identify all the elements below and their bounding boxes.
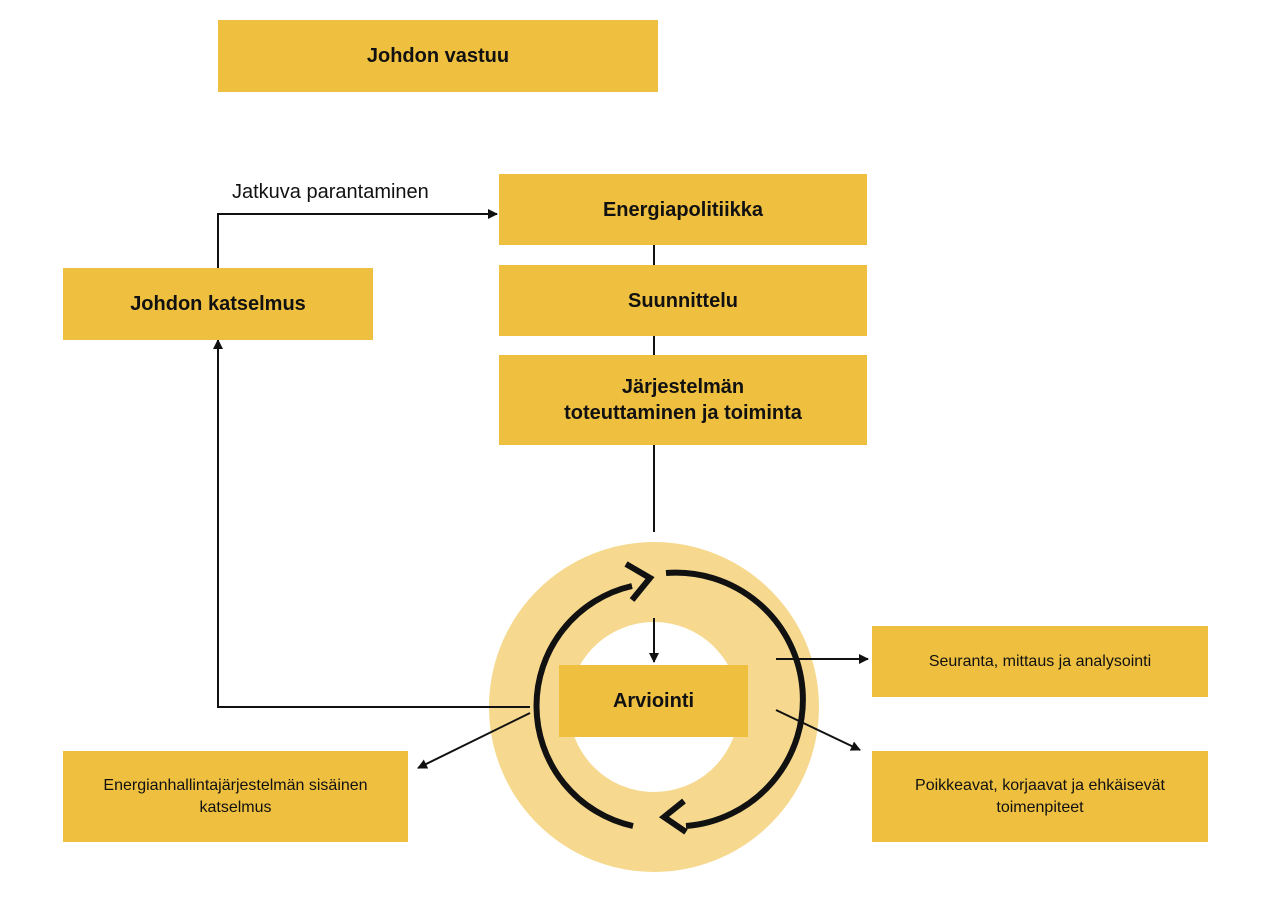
planning-label: Suunnittelu bbox=[628, 289, 738, 312]
monitoring-box: Seuranta, mittaus ja analysointi bbox=[872, 626, 1208, 697]
management-responsibility-label: Johdon vastuu bbox=[366, 45, 510, 67]
corrective-actions-label-line2: toimenpiteet bbox=[996, 798, 1084, 816]
cycle-arrowhead-upper bbox=[624, 561, 655, 602]
implementation-label: Järjestelmän toteuttaminen ja toiminta bbox=[564, 374, 802, 426]
implementation-label-line1: Järjestelmän bbox=[621, 376, 745, 398]
planning-box: Suunnittelu bbox=[499, 265, 867, 336]
arrow-to-internal-audit bbox=[417, 712, 531, 769]
cycle-arrowhead-lower bbox=[658, 798, 688, 835]
corrective-actions-label-line1: Poikkeavat, korjaavat ja ehkäisevät bbox=[915, 776, 1165, 794]
implementation-label-line2: toteuttaminen ja toiminta bbox=[564, 402, 802, 424]
energy-policy-label: Energiapolitiikka bbox=[602, 198, 764, 221]
energy-policy-box: Energiapolitiikka bbox=[499, 174, 867, 245]
corrective-actions-label: Poikkeavat, korjaavat ja ehkäisevät toim… bbox=[915, 775, 1165, 819]
internal-audit-label-line2: katselmus bbox=[199, 798, 272, 816]
internal-audit-label-line1: Energianhallintajärjestelmän sisäinen bbox=[103, 776, 368, 794]
connector-evaluation-to-review bbox=[213, 339, 530, 708]
management-responsibility-box: Johdon vastuu bbox=[218, 20, 658, 92]
continuous-improvement-label: Jatkuva parantaminen bbox=[232, 181, 429, 203]
management-review-label: Johdon katselmus bbox=[130, 293, 306, 315]
implementation-box: Järjestelmän toteuttaminen ja toiminta bbox=[499, 355, 867, 445]
evaluation-box: Arviointi bbox=[559, 665, 748, 737]
internal-audit-label: Energianhallintajärjestelmän sisäinen ka… bbox=[103, 775, 367, 819]
arrow-to-corrective-actions bbox=[775, 709, 861, 751]
monitoring-label: Seuranta, mittaus ja analysointi bbox=[928, 652, 1152, 670]
corrective-actions-box: Poikkeavat, korjaavat ja ehkäisevät toim… bbox=[872, 751, 1208, 842]
internal-audit-box: Energianhallintajärjestelmän sisäinen ka… bbox=[63, 751, 408, 842]
management-review-box: Johdon katselmus bbox=[63, 268, 373, 340]
evaluation-label: Arviointi bbox=[612, 690, 695, 712]
connector-review-to-policy bbox=[217, 209, 498, 268]
